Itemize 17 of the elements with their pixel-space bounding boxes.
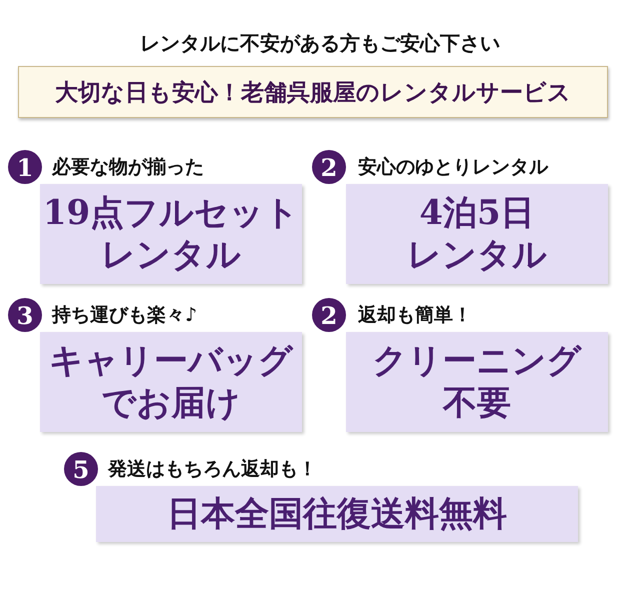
feature-panel: クリーニング不要 [346, 332, 608, 432]
feature-heading: 安心のゆとりレンタル [358, 155, 548, 180]
number-badge: 2 [312, 150, 346, 184]
heading: レンタルに不安がある方もご安心下さい [139, 30, 501, 57]
feature-panel: 4泊5日レンタル [346, 184, 608, 284]
feature-heading: 持ち運びも楽々♪ [52, 303, 198, 328]
number-badge: 5 [64, 452, 98, 486]
feature-panel: 19点フルセットレンタル [40, 184, 302, 284]
feature-heading: 必要な物が揃った [52, 155, 204, 180]
feature-heading: 発送はもちろん返却も！ [108, 457, 317, 482]
feature-heading: 返却も簡単！ [358, 303, 472, 328]
feature-panel: キャリーバッグでお届け [40, 332, 302, 432]
number-badge: 2 [312, 298, 346, 332]
number-badge: 3 [8, 298, 42, 332]
number-badge: 1 [8, 150, 42, 184]
feature-panel: 日本全国往復送料無料 [96, 486, 578, 542]
title-banner: 大切な日も安心！老舗呉服屋のレンタルサービス [18, 66, 608, 118]
